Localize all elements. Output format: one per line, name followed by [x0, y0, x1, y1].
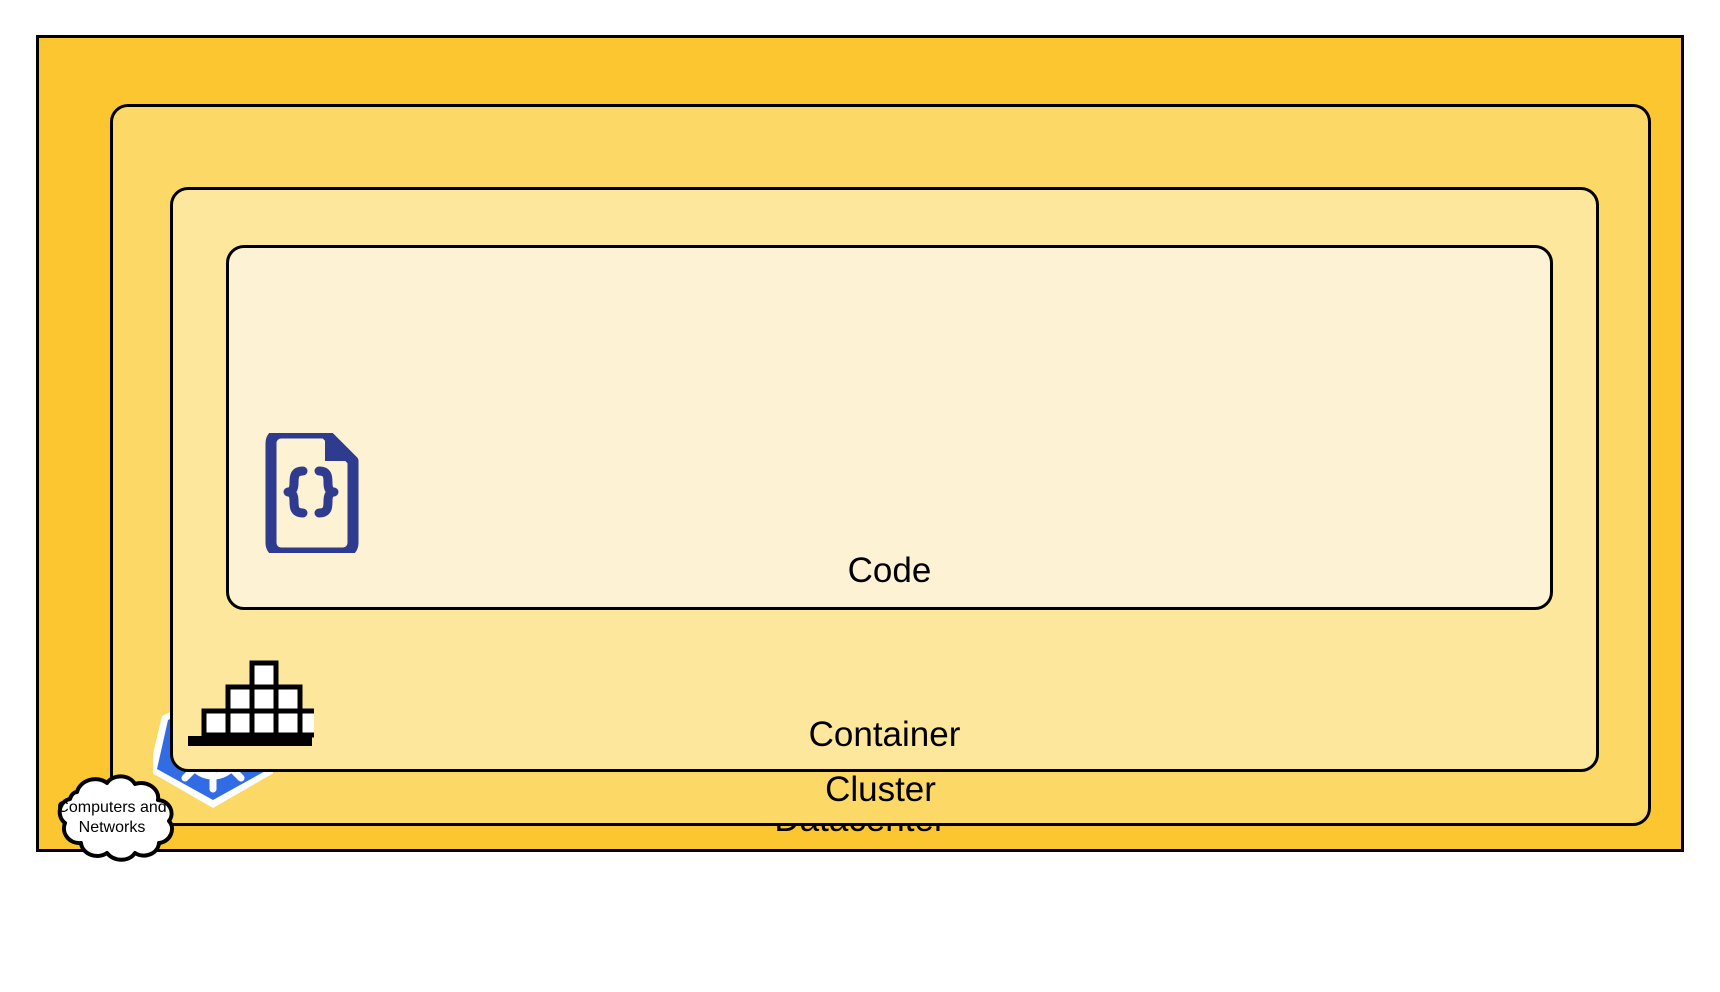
- layer-datacenter[interactable]: Cloud/Co-Lo/Corporate Datacenter Cluster: [36, 35, 1684, 852]
- cloud-callout-label: Computers and Networks: [57, 799, 167, 836]
- layer-cluster-label: Cluster: [825, 770, 936, 810]
- layer-code-label: Code: [847, 551, 932, 591]
- layer-container[interactable]: Container: [170, 187, 1599, 772]
- code-file-icon: [259, 427, 363, 559]
- cloud-shape-icon: [57, 774, 174, 862]
- layer-cluster[interactable]: Cluster: [110, 104, 1651, 826]
- cloud-callout[interactable]: Computers and Networks: [33, 772, 191, 864]
- layer-code[interactable]: Code: [226, 245, 1553, 610]
- layer-container-label: Container: [808, 715, 961, 755]
- brick-stack-icon: [186, 660, 327, 748]
